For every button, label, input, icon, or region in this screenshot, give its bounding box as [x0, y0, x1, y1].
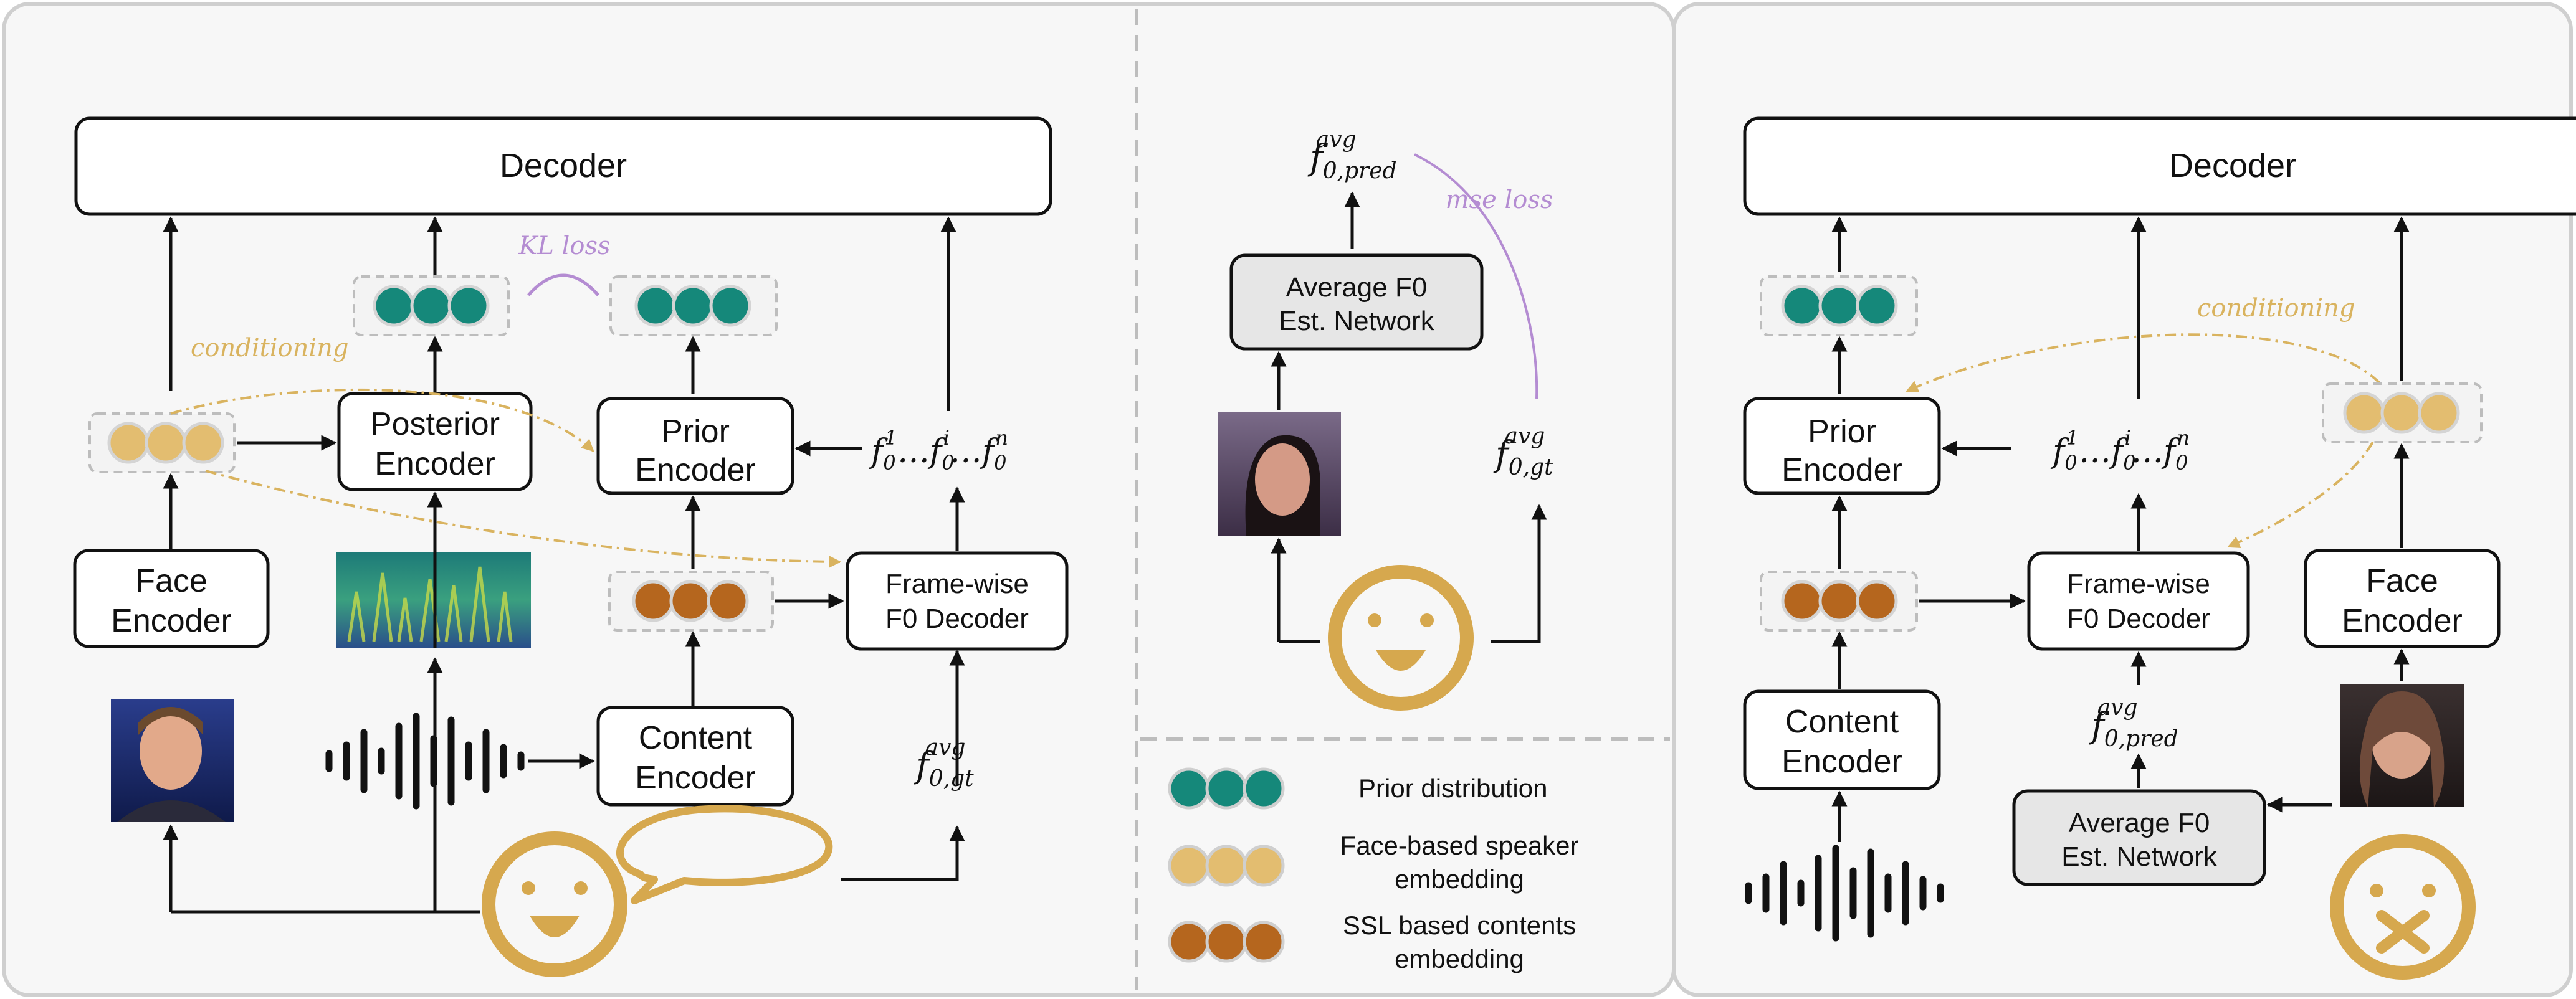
- svg-text:Face-based speaker: Face-based speaker: [1340, 831, 1579, 860]
- svg-text:Average F0: Average F0: [1286, 272, 1428, 303]
- svg-text:f01…f0i…f0n: f01…f0i…f0n: [2050, 426, 2190, 475]
- svg-text:F0 Decoder: F0 Decoder: [885, 604, 1029, 634]
- svg-text:Prior: Prior: [661, 414, 730, 450]
- smiley-icon-estimation: [1328, 565, 1474, 711]
- face-encoder: Face Encoder: [73, 549, 270, 648]
- inference-conditioning-label: conditioning: [2197, 294, 2355, 323]
- svg-text:Frame-wise: Frame-wise: [885, 569, 1029, 599]
- kl-loss-arc: [527, 273, 599, 296]
- conditioning-label: conditioning: [191, 334, 349, 362]
- inference-decoder: Decoder: [1743, 116, 2576, 216]
- speaking-smiley-icon: [482, 831, 627, 977]
- posterior-distribution: [353, 275, 510, 336]
- ssl-content-embedding: [608, 571, 774, 632]
- mse-loss-arc: [1414, 153, 1538, 399]
- svg-text:embedding: embedding: [1395, 864, 1524, 894]
- inference-face-encoder: Face Encoder: [2304, 549, 2501, 648]
- inference-frame-wise-f0-decoder: Frame-wise F0 Decoder: [2027, 551, 2250, 651]
- inference-f0-avg-pred: f0,predavg: [2089, 695, 2178, 752]
- svg-text:Prior distribution: Prior distribution: [1358, 774, 1547, 803]
- svg-text:Encoder: Encoder: [1782, 744, 1902, 780]
- svg-text:Est. Network: Est. Network: [1279, 306, 1434, 336]
- inference-conditioning-arrow-f0: [2227, 441, 2374, 548]
- svg-text:Encoder: Encoder: [374, 446, 495, 482]
- legend-ssl: SSL based contents embedding: [1168, 911, 1576, 973]
- f0-frame-sequence: f01…f0i…f0n: [869, 426, 1008, 475]
- legend-face: Face-based speaker embedding: [1168, 831, 1579, 894]
- svg-text:embedding: embedding: [1395, 944, 1524, 973]
- f0-avg-gt-estimation: f0,gtavg: [1493, 424, 1553, 480]
- svg-text:Face: Face: [2366, 563, 2438, 599]
- svg-text:f0,predavg: f0,predavg: [2089, 695, 2178, 752]
- svg-text:Average F0: Average F0: [2069, 808, 2210, 838]
- svg-text:Decoder: Decoder: [500, 147, 627, 184]
- inference-ssl-content-embedding: [1760, 571, 1918, 632]
- speech-waveform: [325, 713, 525, 810]
- kl-loss-label: KL loss: [518, 232, 610, 260]
- prior-distribution: [609, 275, 778, 336]
- svg-text:Est. Network: Est. Network: [2061, 841, 2217, 872]
- average-f0-estimation-network: Average F0 Est. Network: [1229, 253, 1484, 351]
- svg-text:f0,predavg: f0,predavg: [1307, 127, 1397, 184]
- svg-text:Encoder: Encoder: [2342, 603, 2463, 639]
- svg-text:Encoder: Encoder: [635, 452, 756, 488]
- inference-prior-distribution: [1760, 275, 1918, 336]
- face-speaker-embedding: [88, 412, 236, 473]
- inference-content-encoder: Content Encoder: [1743, 689, 1941, 790]
- legend-prior: Prior distribution: [1168, 767, 1547, 810]
- inference-speech-waveform: [1745, 845, 1944, 942]
- speaker-face-image: [111, 699, 234, 822]
- f0-avg-gt-training: f0,gtavg: [914, 735, 974, 792]
- conditioning-arrow-prior: [170, 388, 594, 452]
- svg-text:f01…f0i…f0n: f01…f0i…f0n: [869, 426, 1008, 475]
- svg-text:Face: Face: [135, 563, 208, 599]
- svg-text:Encoder: Encoder: [635, 760, 756, 796]
- svg-text:Encoder: Encoder: [1782, 452, 1902, 488]
- inference-face-speaker-embedding: [2322, 382, 2483, 443]
- svg-text:Encoder: Encoder: [111, 603, 232, 639]
- svg-text:Decoder: Decoder: [2169, 147, 2296, 184]
- f0-avg-pred-output: f0,predavg: [1307, 127, 1397, 184]
- svg-text:Posterior: Posterior: [370, 406, 500, 442]
- svg-text:SSL based contents: SSL based contents: [1343, 911, 1576, 940]
- svg-text:Prior: Prior: [1808, 414, 1876, 450]
- frame-wise-f0-decoder: Frame-wise F0 Decoder: [846, 551, 1069, 651]
- content-encoder: Content Encoder: [596, 706, 794, 807]
- mse-loss-label: mse loss: [1446, 186, 1553, 214]
- conditioning-arrow-f0: [205, 470, 841, 568]
- speech-bubble-icon: [616, 805, 833, 904]
- training-decoder: Decoder: [74, 116, 1052, 216]
- prior-encoder: Prior Encoder: [596, 397, 794, 495]
- svg-text:Frame-wise: Frame-wise: [2067, 569, 2210, 599]
- inference-average-f0-estimation-network: Average F0 Est. Network: [2012, 789, 2266, 886]
- svg-text:f0,gtavg: f0,gtavg: [1493, 424, 1553, 480]
- inference-prior-encoder: Prior Encoder: [1743, 397, 1941, 495]
- inference-conditioning-arrow-prior: [1906, 333, 2380, 392]
- speaker-face-image-estimation: [1218, 412, 1341, 536]
- svg-text:Content: Content: [639, 720, 753, 756]
- svg-text:Content: Content: [1785, 704, 1899, 740]
- svg-text:F0 Decoder: F0 Decoder: [2067, 604, 2210, 634]
- inference-speaker-face-image: [2340, 684, 2464, 807]
- silent-smiley-icon: [2330, 834, 2476, 980]
- svg-text:f0,gtavg: f0,gtavg: [914, 735, 974, 792]
- inference-f0-frame-sequence: f01…f0i…f0n: [2050, 426, 2190, 475]
- posterior-encoder: Posterior Encoder: [337, 392, 533, 491]
